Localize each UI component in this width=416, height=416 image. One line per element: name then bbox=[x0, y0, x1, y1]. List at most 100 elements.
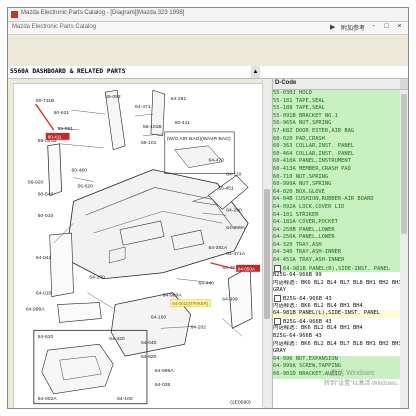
callout-label: 64-999A bbox=[163, 293, 182, 299]
callout-label: 64-281A bbox=[208, 245, 227, 251]
parts-list-header: D-Code bbox=[273, 79, 408, 90]
parts-row-text: 64-320 TRAY,ASH bbox=[273, 241, 322, 248]
parts-list-row[interactable]: 66-901D BRACKET,AUDIO bbox=[273, 370, 400, 379]
window-title: Mazda Electronic Parts Catalog - [Diagra… bbox=[21, 10, 185, 16]
parts-list-row[interactable]: 内话释选: BK6 BL2 BL4 BL7 BL8 BH1 BH2 BH3 bbox=[273, 279, 400, 288]
parts-list-row[interactable]: 60-464 COLLAR,INST. PANEL bbox=[273, 150, 400, 159]
header-scroll-arrow[interactable]: ▲ bbox=[251, 66, 260, 78]
parts-row-text: B25G-64-966B 43 bbox=[273, 333, 322, 339]
row-checkbox[interactable] bbox=[274, 264, 281, 272]
parts-list-row[interactable]: B25G-64-966B 43 bbox=[273, 317, 400, 326]
callout-label: 64-002A bbox=[38, 396, 57, 402]
parts-row-text: 内话释选: BK6 BL2 BL4 BH1 BH4 bbox=[273, 325, 363, 332]
callout-label: 55-092 bbox=[105, 94, 121, 100]
parts-row-text: 64-250A PANEL,LOWER bbox=[273, 234, 335, 241]
parts-list-row[interactable]: 55-181 TAPE,SEAL bbox=[273, 97, 400, 106]
parts-list-row[interactable]: 内话释选: BK6 BL2 BL4 BL7 BL8 BH1 BH2 BH3 bbox=[273, 340, 400, 349]
parts-list-row[interactable]: 60-410A PANEL,INSTRUMENT bbox=[273, 158, 400, 166]
parts-list-row[interactable]: 55-030J HOLD bbox=[273, 90, 400, 98]
parts-row-text: 55-188 TAPE,SEAL bbox=[273, 105, 325, 112]
parts-list-row[interactable]: 64-250A PANEL,LOWER bbox=[273, 234, 400, 242]
parts-list-row[interactable]: 64-020 BOX,GLOVE bbox=[273, 188, 400, 197]
callout-label: 60-010 bbox=[38, 213, 54, 219]
callout-label: 64-999A bbox=[155, 368, 174, 374]
close-button[interactable]: × bbox=[397, 23, 402, 30]
callout-label: 56-920 bbox=[28, 180, 44, 186]
highlight-label-box bbox=[45, 132, 70, 140]
callout-label: 60-411 bbox=[175, 120, 190, 126]
exploded-parts-diagram[interactable]: (W/O AIR BAG)(W/AIR BAG) 60-711B 60-621 … bbox=[13, 83, 265, 409]
callout-label: 60-711B bbox=[36, 98, 55, 104]
parts-row-text: 64-999A SCREW,TAPPING bbox=[273, 363, 342, 370]
parts-row-text: 55-091B BRACKET NO.1 bbox=[273, 112, 338, 119]
maximize-button[interactable]: □ bbox=[384, 23, 389, 30]
parts-list-row[interactable]: 64-250B PANEL,LOWER bbox=[273, 226, 400, 235]
parts-row-text: 64-101 STRIKER bbox=[273, 211, 319, 218]
parts-list-row[interactable]: 64-340 TRAY,ASH-INNER bbox=[273, 249, 400, 258]
parts-list-row[interactable]: 64-981B PANEL(L),SIDE-INST. PANEL bbox=[273, 310, 400, 318]
parts-list-row[interactable]: GRAY bbox=[273, 287, 400, 296]
callout-label: 64-290 bbox=[226, 207, 242, 213]
parts-list-row[interactable]: 60-413A MEMBER,CRASH PAD bbox=[273, 165, 400, 174]
parts-list-row[interactable]: 64-320 TRAY,ASH bbox=[273, 241, 400, 250]
row-checkbox[interactable] bbox=[274, 317, 281, 325]
highlight-label: 60-411 bbox=[48, 134, 62, 139]
arrow-right-icon[interactable]: ▶ bbox=[330, 24, 336, 31]
parts-list-row[interactable]: B25G-64-966B 99 bbox=[273, 272, 400, 280]
diagram-scroll-thumb[interactable] bbox=[264, 189, 270, 319]
callout-label: 64-470 bbox=[208, 158, 224, 164]
parts-list-row[interactable]: 57-K8Z DOOR ESTER,AIR BAG bbox=[273, 127, 400, 136]
parts-row-text: 60-020 PAD,CRASH bbox=[273, 135, 325, 142]
parts-list-row[interactable]: 64-181A COVER,POCKET bbox=[273, 219, 400, 227]
callout-label: 64-200 bbox=[89, 275, 105, 281]
callout-label: 64-040 bbox=[141, 340, 157, 346]
parts-row-text: 64-981B PANEL(R),SIDE-INST. PANEL bbox=[283, 265, 391, 272]
diagram-scrollbar[interactable] bbox=[262, 79, 271, 407]
parts-list-row[interactable]: 60-363 COLLAR,INST. PANEL bbox=[273, 143, 400, 151]
app-window: Mazda Electronic Parts Catalog - [Diagra… bbox=[7, 7, 409, 409]
callout-label: 64-010 bbox=[36, 291, 52, 297]
parts-scroll-thumb[interactable] bbox=[401, 94, 407, 234]
callout-label: 64-420 bbox=[109, 336, 125, 342]
parts-list-row[interactable]: 64-04B CUSHION,RUBBER-AIR BOARD bbox=[273, 196, 400, 204]
parts-list-row[interactable]: 64-101 STRIKER bbox=[273, 211, 400, 220]
section-header: 5560A DASHBOARD & RELATED PARTS ▲ bbox=[8, 66, 408, 79]
parts-row-text: 60-464 COLLAR,INST. PANEL bbox=[273, 150, 355, 157]
note-label: (W/O AIR BAG)(W/AIR BAG) bbox=[167, 136, 231, 142]
parts-row-text: GRAY bbox=[273, 348, 286, 355]
parts-list-row[interactable]: 55-188 TAPE,SEAL bbox=[273, 105, 400, 113]
callout-label: 64-471 bbox=[135, 104, 151, 110]
parts-list-row[interactable]: 64-999A SCREW,TAPPING bbox=[273, 363, 400, 371]
parts-list-row[interactable]: 64-092A LOCK,COVER LID bbox=[273, 203, 400, 212]
parts-row-text: 64-181A COVER,POCKET bbox=[273, 219, 338, 226]
parts-row-text: 64-451A TRAY,ASH-INNER bbox=[273, 257, 345, 264]
parts-list-row[interactable]: 56-965A NUT,SPRING bbox=[273, 120, 400, 128]
parts-row-text: 内话释选: BK6 BL2 BL4 BH1 BH4 bbox=[273, 302, 363, 309]
parts-list-row[interactable]: GRAY bbox=[273, 348, 400, 356]
reference-button[interactable]: 附加参考 bbox=[341, 26, 366, 32]
red-arrow bbox=[35, 103, 55, 131]
callout-label: 56-620 bbox=[77, 183, 93, 189]
parts-row-text: 64-996 NUT,EXPANSION bbox=[273, 355, 338, 362]
parts-row-text: 60-363 COLLAR,INST. PANEL bbox=[273, 143, 355, 150]
parts-row-text: 60-999A NUT,SPRING bbox=[273, 181, 332, 188]
parts-row-text: 66-901D BRACKET,AUDIO bbox=[273, 370, 342, 377]
parts-list-row[interactable]: 60-710 NUT,SPRING bbox=[273, 173, 400, 182]
parts-list-row[interactable]: B25G-64-966B 43 bbox=[273, 295, 400, 303]
parts-list-row[interactable]: 64-996 NUT,EXPANSION bbox=[273, 355, 400, 364]
parts-list-row[interactable]: 60-999A NUT,SPRING bbox=[273, 181, 400, 189]
callout-label: 64-110 bbox=[226, 172, 241, 178]
row-checkbox[interactable] bbox=[274, 295, 281, 303]
striker-label: 64-001(STRIKER) bbox=[172, 301, 209, 306]
parts-list-row[interactable]: B25G-64-966B 43 bbox=[273, 333, 400, 341]
minimize-button[interactable]: - bbox=[372, 23, 375, 30]
parts-list-row[interactable]: 64-451A TRAY,ASH-INNER bbox=[273, 257, 400, 265]
parts-list-row[interactable]: 内话释选: BK6 BL2 BL4 BH1 BH4 bbox=[273, 302, 400, 311]
parts-list-scrollbar[interactable] bbox=[400, 90, 408, 408]
parts-list-row[interactable]: 60-020 PAD,CRASH bbox=[273, 135, 400, 144]
parts-list-row[interactable]: 55-091B BRACKET NO.1 bbox=[273, 112, 400, 121]
callout-label: 64-471A bbox=[226, 251, 245, 257]
parts-list-row[interactable]: 内话释选: BK6 BL2 BL4 BH1 BH4 bbox=[273, 325, 400, 333]
parts-list-row[interactable]: 64-981B PANEL(R),SIDE-INST. PANEL bbox=[273, 264, 400, 273]
